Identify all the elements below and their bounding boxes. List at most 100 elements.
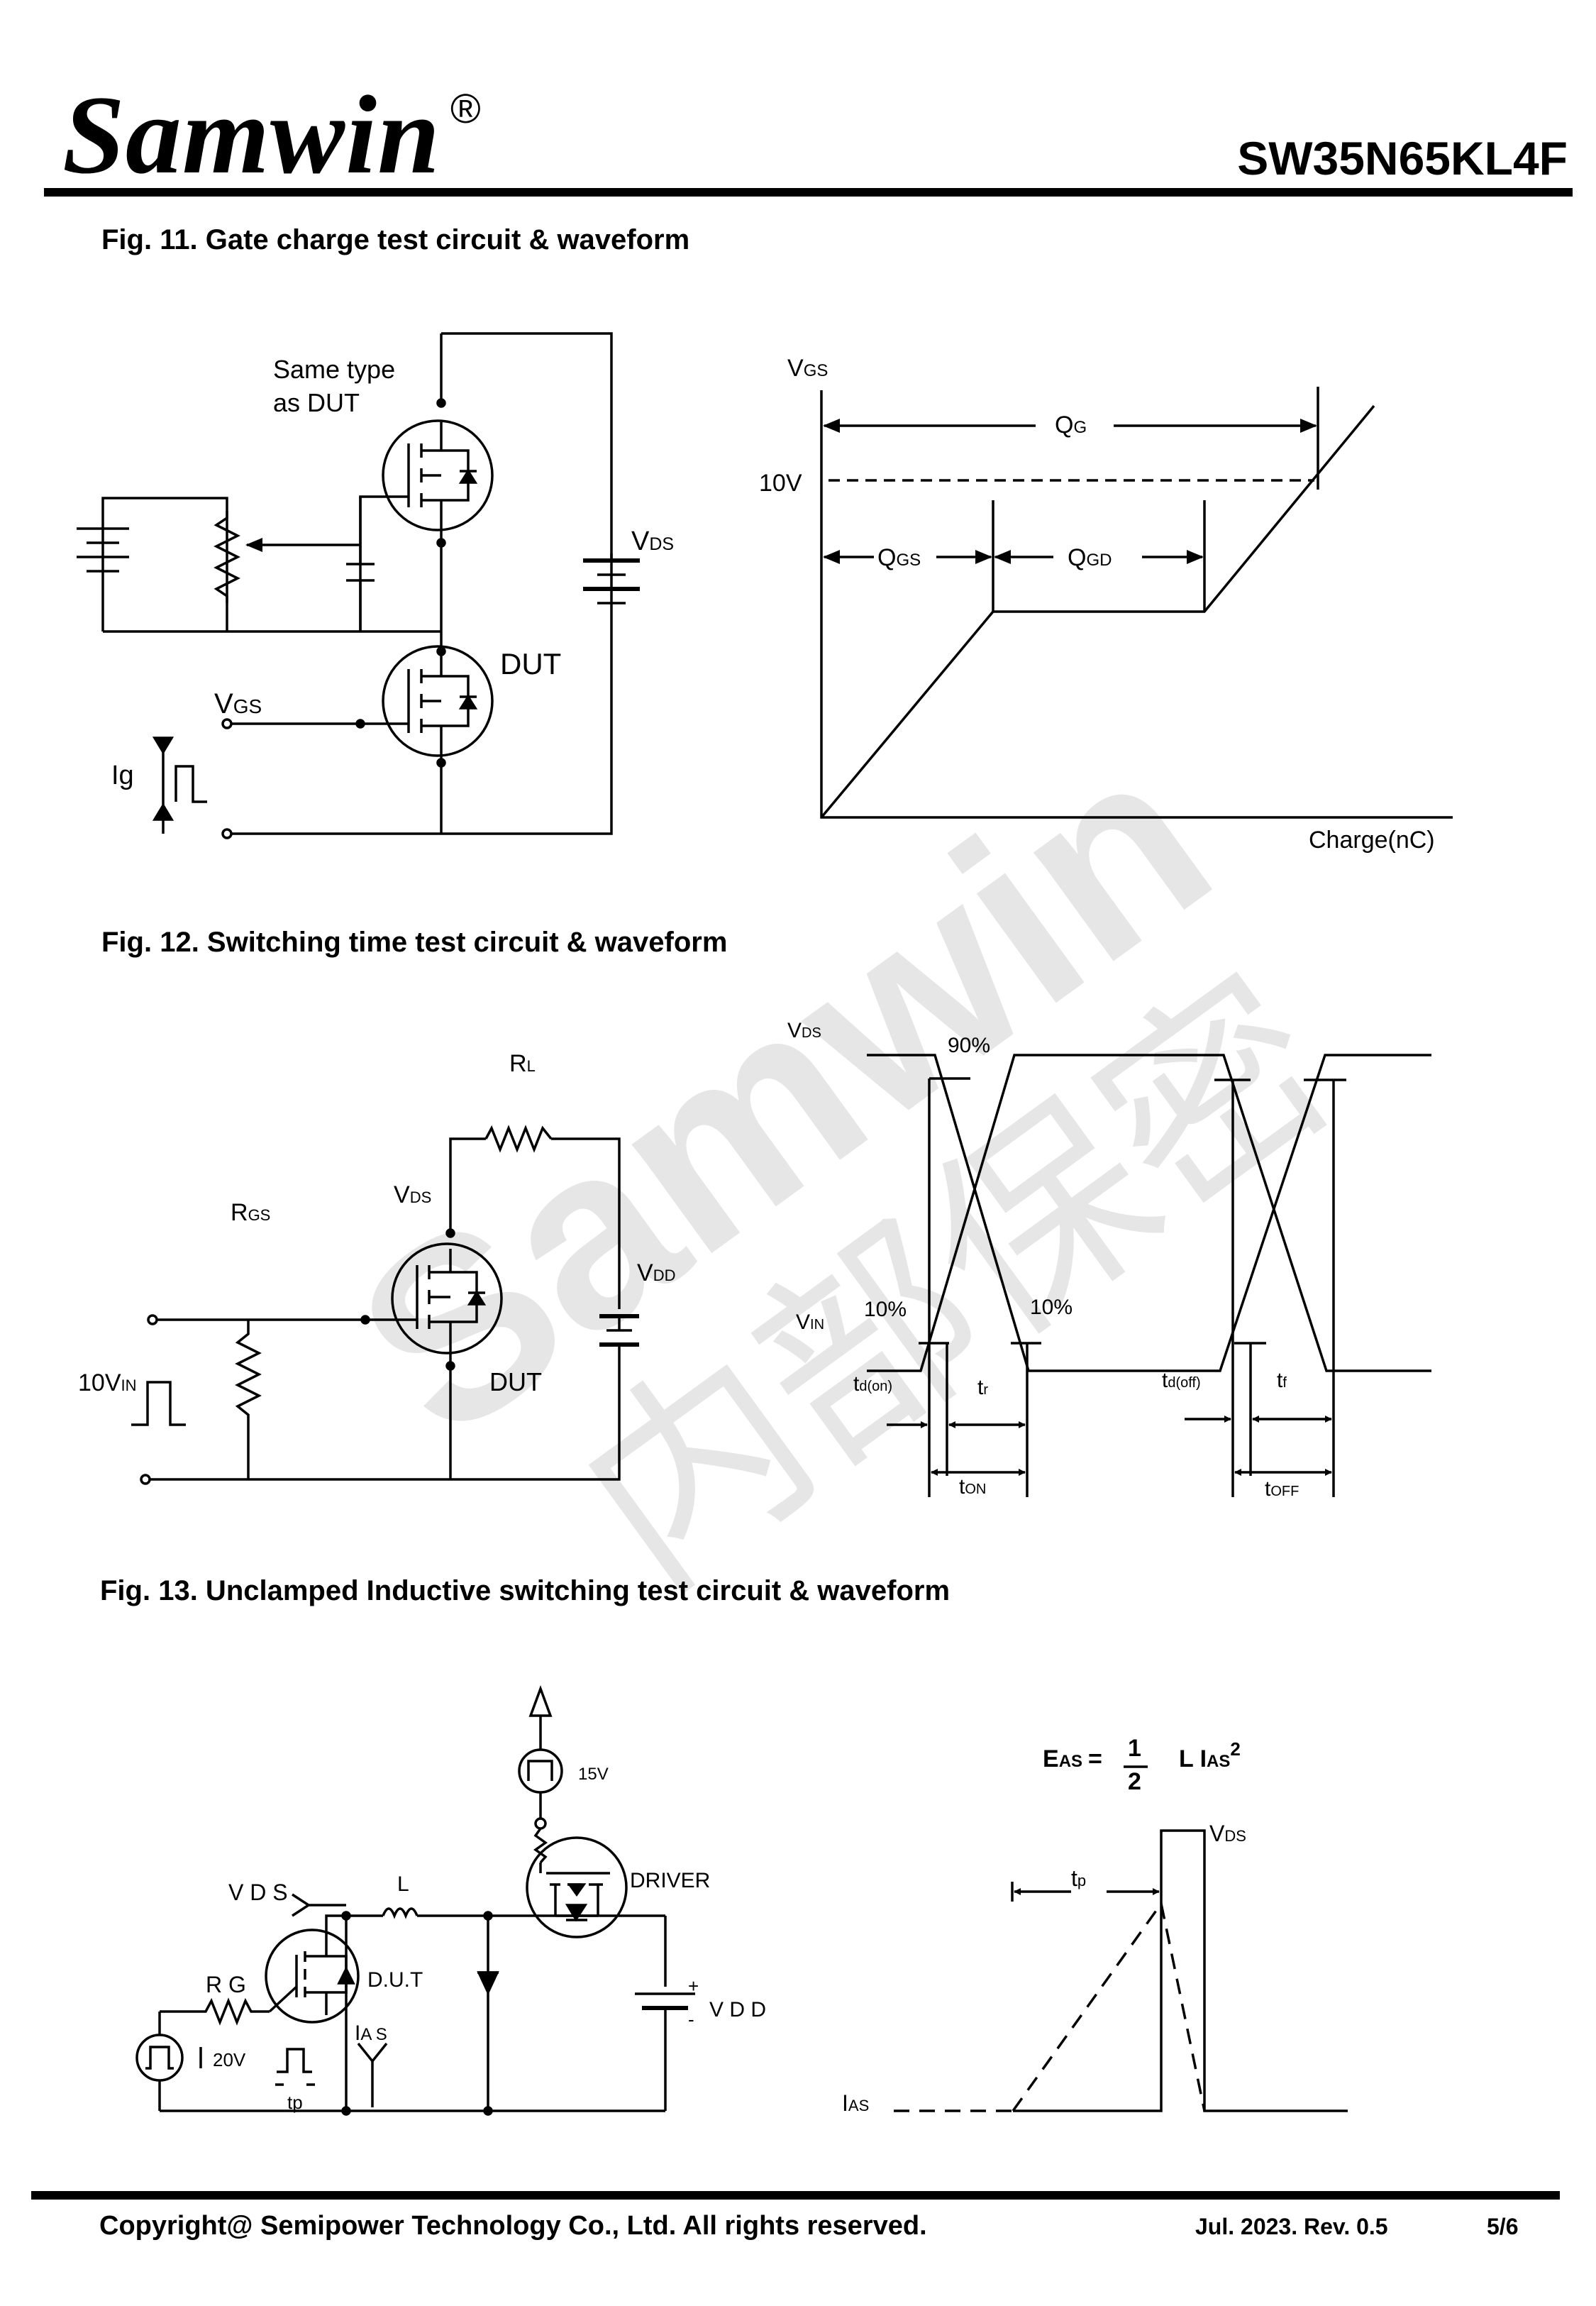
tp-label-13: tp: [287, 2092, 303, 2113]
eas-l-ias: L I: [1179, 1745, 1207, 1772]
svg-text:VDS: VDS: [631, 526, 674, 556]
fig12-waveform-labels: VDS 90% VIN 10% 10% td(on) tr tON td(off…: [787, 1019, 1299, 1501]
vin-sub-12: IN: [121, 1377, 137, 1394]
brand-logo: Samwin: [62, 73, 440, 197]
fig13-title: Fig. 13. Unclamped Inductive switching t…: [100, 1575, 951, 1606]
fig11-waveform: [820, 387, 1453, 819]
wf13-tp-label: t: [1071, 1865, 1077, 1891]
fig12-circuit: [131, 1125, 639, 1485]
svg-text:QGS: QGS: [877, 544, 921, 571]
ias-sub-13: A S: [360, 2025, 387, 2044]
vgs-label: V: [214, 688, 233, 719]
svg-text:QG: QG: [1055, 412, 1087, 438]
svg-text:td(on): td(on): [853, 1372, 892, 1396]
wf-10v-label: 10V: [759, 470, 802, 497]
ias-label-13: I: [355, 2021, 360, 2045]
rl-sub: L: [527, 1057, 536, 1075]
v20-label: 20V: [213, 2049, 246, 2070]
eas-label: E: [1043, 1745, 1059, 1772]
vds-label-12: V: [394, 1181, 410, 1208]
svg-text:tf: tf: [1277, 1369, 1287, 1392]
tdon-label: t: [853, 1372, 860, 1396]
svg-text:VDS: VDS: [1209, 1821, 1246, 1846]
svg-text:tOFF: tOFF: [1265, 1477, 1299, 1501]
qgd-sub: GD: [1086, 551, 1112, 570]
wf-vin-label: V: [796, 1311, 810, 1334]
same-type-label-1: Same type: [273, 355, 395, 384]
fig11-title: Fig. 11. Gate charge test circuit & wave…: [101, 224, 690, 255]
pct-10-a: 10%: [864, 1298, 907, 1321]
svg-text:10VIN: 10VIN: [78, 1369, 137, 1396]
fig11-waveform-labels: VGS 10V QG QGS QGD Charge(nC): [759, 355, 1435, 854]
fig12-circuit-labels: RL RGS VDS VDD 10VIN DUT: [78, 1050, 675, 1396]
svg-text:tp: tp: [1071, 1865, 1086, 1891]
svg-text:VDD: VDD: [637, 1259, 675, 1286]
vds-label: V: [631, 526, 650, 556]
charge-axis-label: Charge(nC): [1309, 827, 1435, 854]
eas-ias-sub: AS: [1207, 1752, 1230, 1771]
fig13-waveform: [894, 1765, 1348, 2112]
svg-text:VDS: VDS: [394, 1181, 431, 1208]
svg-text:RL: RL: [509, 1050, 536, 1077]
svg-text:tr: tr: [977, 1376, 988, 1399]
dut-label-13: D.U.T: [367, 1968, 423, 1992]
vdd-sub-12: DD: [653, 1267, 676, 1284]
toff-sub: OFF: [1270, 1484, 1299, 1499]
tr-sub: r: [983, 1382, 988, 1398]
wf13-ias-label: I: [842, 2090, 848, 2116]
wf-vgs-sub: GS: [804, 361, 829, 380]
ton-sub: ON: [965, 1482, 986, 1497]
wf-vgs-label: V: [787, 355, 804, 382]
page-number: 5/6: [1487, 2214, 1519, 2239]
registered-mark: ®: [450, 86, 481, 132]
footer-rule: [31, 2191, 1560, 2200]
vdd-plus: +: [688, 1975, 699, 1997]
eas-sq: 2: [1230, 1738, 1240, 1760]
rg-label: R G: [206, 1972, 246, 1997]
wf13-tp-sub: p: [1077, 1872, 1086, 1890]
eas-den: 2: [1128, 1768, 1141, 1795]
copyright: Copyright@ Semipower Technology Co., Ltd…: [99, 2211, 927, 2241]
dut-label: DUT: [500, 647, 561, 680]
svg-text:IAS: IAS: [842, 2090, 869, 2116]
svg-text:td(off): td(off): [1162, 1369, 1201, 1392]
qg-sub: G: [1073, 418, 1087, 437]
ton-label: t: [959, 1475, 965, 1499]
vdd-label-12: V: [637, 1259, 653, 1286]
qgd-label: Q: [1068, 544, 1086, 571]
svg-text:tON: tON: [959, 1475, 986, 1499]
svg-text:RGS: RGS: [231, 1199, 270, 1226]
svg-text:VDS: VDS: [787, 1019, 821, 1042]
rgs-sub: GS: [248, 1206, 271, 1224]
header-rule: [44, 188, 1573, 197]
fig13-circuit: [135, 1684, 695, 2116]
tdoff-sub: d(off): [1168, 1375, 1200, 1391]
vdd-minus: -: [688, 2009, 694, 2030]
svg-text:VIN: VIN: [796, 1311, 824, 1334]
vdd-label-13: V D D: [709, 1998, 766, 2021]
ig-label: Ig: [111, 761, 134, 790]
wf13-vds-label: V: [1209, 1821, 1225, 1846]
part-number: SW35N65KL4F: [1237, 132, 1568, 184]
l-label: L: [397, 1872, 409, 1896]
rgs-label: R: [231, 1199, 248, 1226]
same-type-label-2: as DUT: [273, 388, 360, 417]
eas-num: 1: [1128, 1735, 1141, 1762]
fig13-circuit-labels: 15V DRIVER V D S L R G D.U.T IA S 20V tp…: [206, 1765, 766, 2113]
fig11-circuit-labels: Same type as DUT VDS DUT VGS Ig: [111, 355, 674, 790]
svg-text:EAS=: EAS =: [1043, 1745, 1102, 1772]
eas-eq: =: [1088, 1745, 1102, 1772]
dut-label-12: DUT: [489, 1367, 542, 1396]
svg-text:VGS: VGS: [214, 688, 262, 719]
eas-sub: AS: [1059, 1752, 1082, 1771]
pct-10-b: 10%: [1030, 1296, 1073, 1319]
qgs-label: Q: [877, 544, 896, 571]
tdon-sub: d(on): [859, 1379, 892, 1394]
driver-label: DRIVER: [630, 1869, 710, 1892]
qgs-sub: GS: [896, 551, 921, 570]
wf13-vds-sub: DS: [1224, 1827, 1246, 1845]
revision: Jul. 2023. Rev. 0.5: [1195, 2214, 1388, 2239]
tf-sub: f: [1282, 1375, 1287, 1391]
svg-text:IA S: IA S: [355, 2021, 387, 2045]
